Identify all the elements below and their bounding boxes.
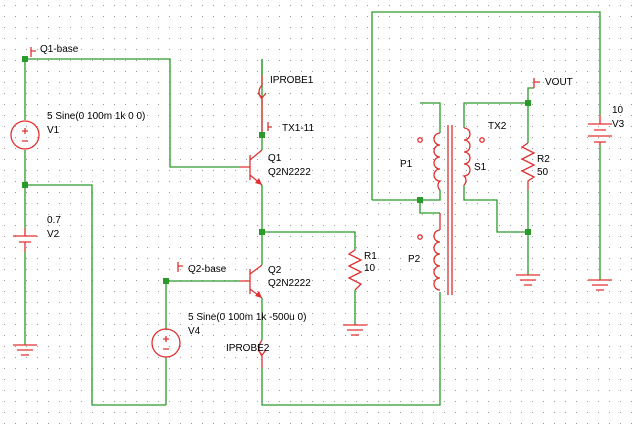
wire-q2-base[interactable] (165, 280, 240, 330)
wire-top-loop[interactable] (371, 11, 601, 200)
tx1-marker-icon (267, 122, 272, 131)
label-v3-value: 10 (612, 105, 624, 116)
label-iprobe1: IPROBE1 (270, 75, 314, 86)
junction-q1-base[interactable] (22, 56, 28, 62)
junctions (22, 56, 531, 284)
junction-r2-bottom[interactable] (525, 229, 531, 235)
wire-q1-base[interactable] (25, 58, 240, 168)
source-v3[interactable] (588, 115, 612, 291)
resistor-r1[interactable] (343, 249, 367, 336)
source-v1[interactable] (10, 120, 40, 150)
label-s1: S1 (474, 162, 487, 173)
label-v1-value: 5 Sine(0 100m 1k 0 0) (47, 111, 145, 122)
label-q1-model: Q2N2222 (268, 167, 311, 178)
vout-marker-icon (533, 78, 540, 88)
label-r2-ref: R2 (537, 154, 550, 165)
label-q1-base: Q1-base (40, 44, 79, 55)
transformer-tx2[interactable] (417, 125, 485, 295)
wire-s1-top[interactable] (463, 102, 528, 128)
label-q2-model: Q2N2222 (268, 278, 311, 289)
label-p2: P2 (408, 254, 421, 265)
label-v2-ref: V2 (47, 229, 60, 240)
label-q2-base: Q2-base (188, 264, 227, 275)
grid-dots (4, 5, 632, 424)
wire-p-center[interactable] (419, 190, 441, 214)
junction-tx1[interactable] (259, 132, 265, 138)
wire-vout[interactable] (527, 87, 534, 103)
label-v4-value: 5 Sine(0 100m 1k -500u 0) (188, 312, 306, 323)
label-tx2: TX2 (488, 121, 507, 132)
wire-r1-top[interactable] (262, 231, 356, 250)
wire-p1-top[interactable] (420, 102, 441, 133)
label-v2-value: 0.7 (47, 215, 61, 226)
label-v4-ref: V4 (188, 326, 201, 337)
transistor-q2[interactable] (240, 264, 263, 299)
label-p1: P1 (400, 159, 413, 170)
source-v4[interactable] (151, 328, 181, 358)
junction-emitter[interactable] (259, 229, 265, 235)
label-r1-value: 10 (364, 263, 376, 274)
wire-v1v2-to-bottom[interactable] (25, 184, 166, 406)
ground-icon (13, 344, 37, 356)
label-v1-ref: V1 (47, 125, 60, 136)
label-q2-ref: Q2 (268, 265, 282, 276)
resistor-r2[interactable] (516, 142, 540, 286)
current-probe-1[interactable] (257, 75, 267, 132)
source-v2[interactable] (13, 228, 37, 252)
wire-q2-emitter[interactable] (261, 292, 441, 406)
labels: Q1-base 5 Sine(0 100m 1k 0 0) V1 0.7 V2 … (30, 44, 625, 354)
label-r1-ref: R1 (364, 251, 377, 262)
label-vout: VOUT (545, 77, 573, 88)
transistor-q1[interactable] (240, 149, 263, 186)
junction-v1-v2[interactable] (22, 182, 28, 188)
junction-q2-base[interactable] (163, 278, 169, 284)
label-v3-ref: V3 (612, 119, 625, 130)
label-iprobe2: IPROBE2 (226, 343, 270, 354)
junction-vout[interactable] (525, 100, 531, 106)
wire-s1-bottom[interactable] (463, 185, 528, 233)
q2-base-marker-icon (177, 262, 183, 272)
label-tx1: TX1-11 (282, 123, 314, 134)
current-probe-2[interactable] (257, 339, 267, 368)
label-r2-value: 50 (537, 167, 549, 178)
q1-base-marker-icon (30, 47, 36, 57)
junction-p-center[interactable] (417, 197, 423, 203)
label-q1-ref: Q1 (268, 153, 282, 164)
